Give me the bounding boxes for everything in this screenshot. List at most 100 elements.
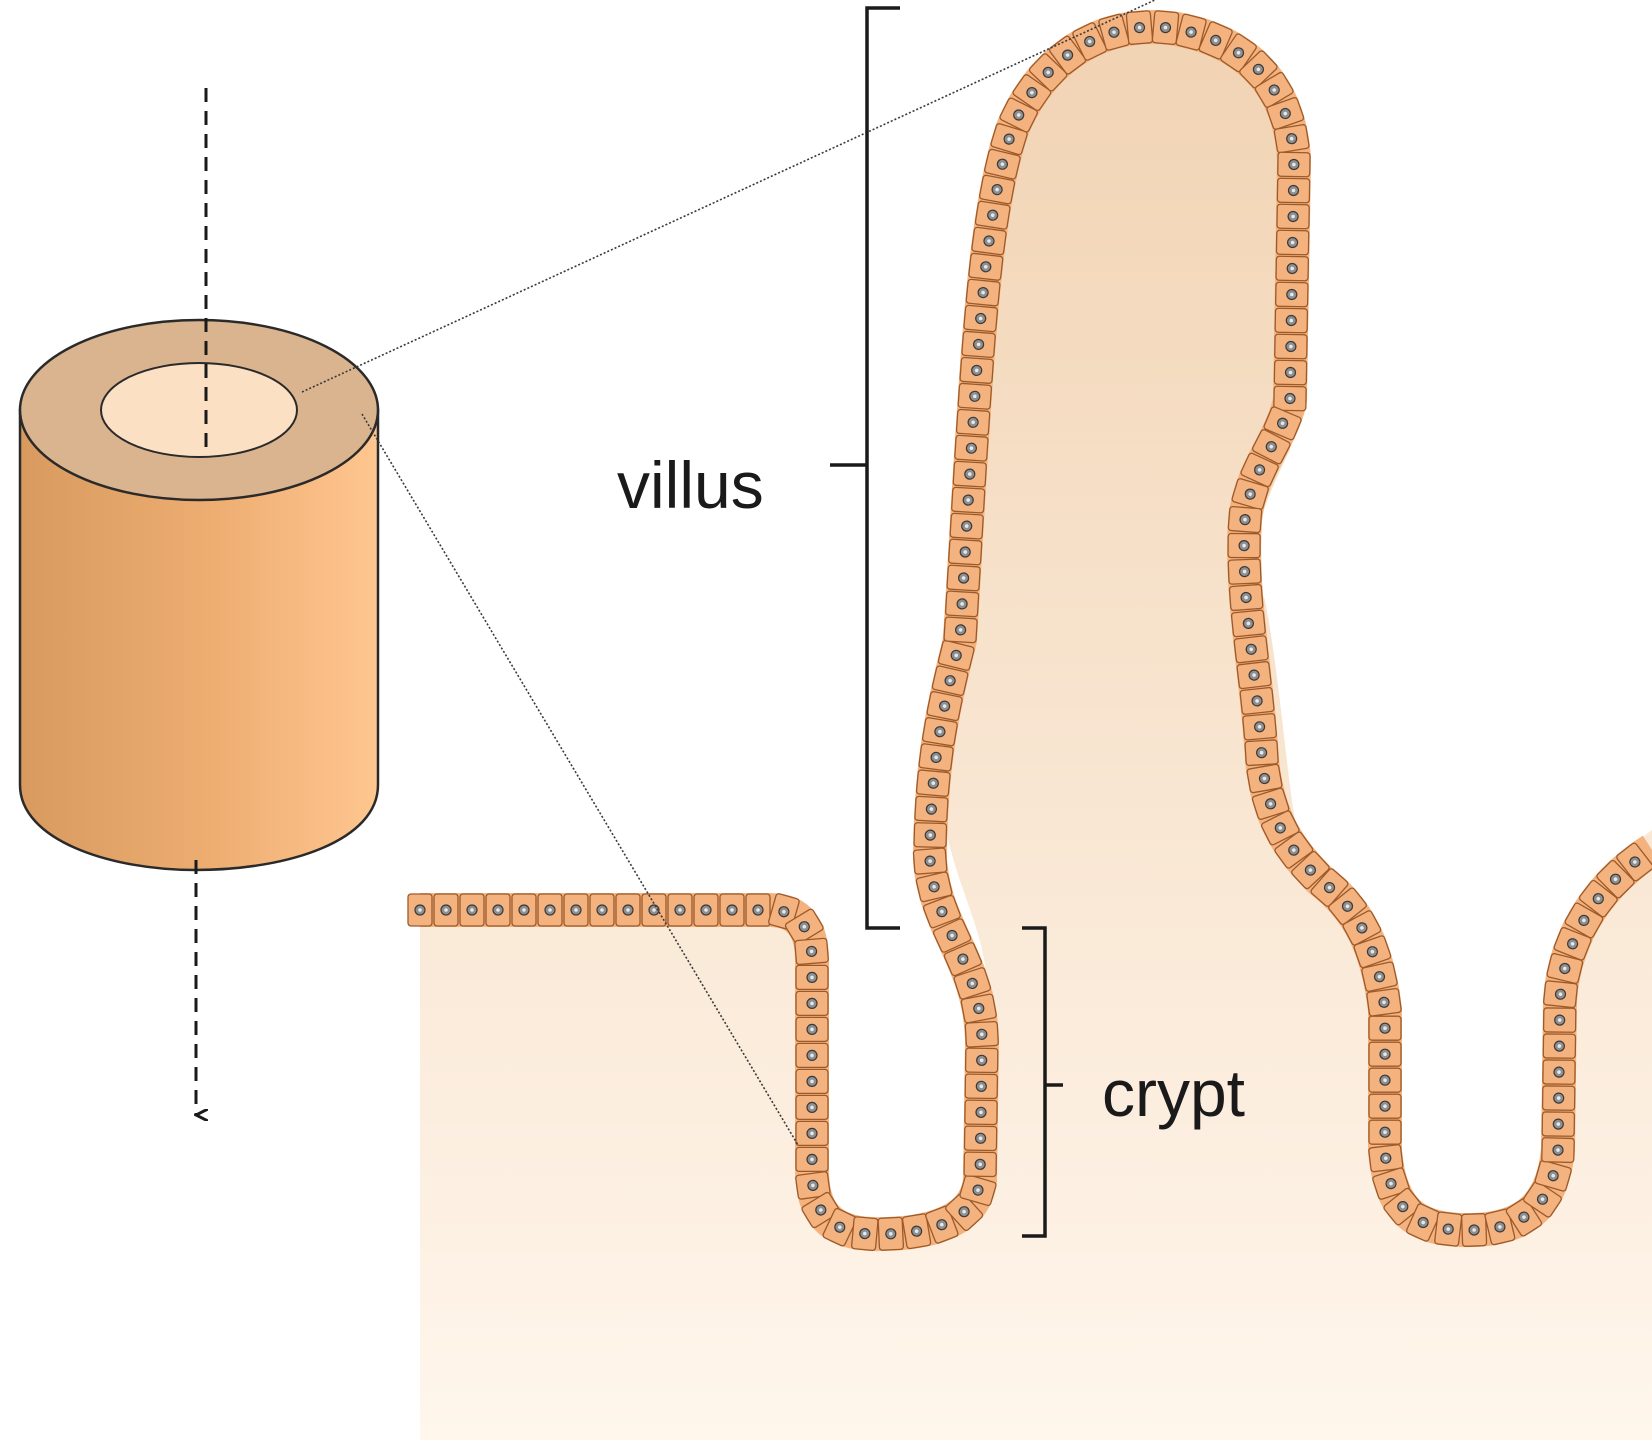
epithelial-cell — [950, 513, 983, 539]
epithelial-cell — [795, 938, 829, 965]
epithelial-cell — [538, 894, 562, 926]
epithelial-cell — [408, 894, 432, 926]
epithelial-cell — [851, 1217, 878, 1251]
tube-lumen — [101, 363, 297, 457]
epithelial-cell — [944, 617, 977, 643]
epithelial-cell — [1277, 204, 1309, 229]
epithelial-cell — [979, 175, 1015, 205]
epithelial-cell — [1274, 360, 1306, 385]
epithelial-cell — [1275, 334, 1307, 359]
epithelial-cell — [668, 894, 692, 926]
epithelial-cell — [1369, 1120, 1401, 1144]
epithelial-cell — [965, 1074, 997, 1098]
epithelial-cell — [975, 201, 1010, 230]
epithelial-cell — [1544, 1008, 1576, 1032]
epithelial-cell — [1228, 534, 1260, 558]
epithelial-cell — [564, 894, 588, 926]
epithelial-cell — [796, 1121, 828, 1145]
epithelial-cell — [1369, 1068, 1401, 1092]
epithelial-cell — [1237, 661, 1272, 689]
epithelial-cell — [947, 565, 980, 591]
epithelial-cell — [972, 227, 1007, 255]
epithelial-cell — [965, 1100, 997, 1124]
epithelial-cell — [1369, 1042, 1401, 1066]
epithelial-cell — [1231, 610, 1265, 637]
epithelial-cell — [922, 717, 958, 746]
epithelial-cell — [642, 894, 666, 926]
epithelial-cell — [915, 796, 948, 822]
epithelial-cell — [1434, 1212, 1462, 1247]
epithelial-cell — [1277, 178, 1309, 203]
epithelial-cell — [1240, 687, 1274, 714]
epithelial-cell — [953, 461, 986, 487]
epithelial-cell — [434, 894, 458, 926]
epithelial-cell — [1367, 988, 1402, 1016]
epithelial-cell — [796, 1069, 828, 1093]
epithelial-cell — [796, 965, 828, 989]
villus-bracket — [830, 8, 900, 928]
intestine-tube — [20, 320, 378, 870]
epithelial-cell — [916, 770, 950, 797]
epithelial-cell — [1229, 584, 1263, 610]
epithelial-cell — [966, 279, 1000, 306]
epithelial-cell — [960, 357, 994, 383]
epithelial-cell — [1228, 559, 1261, 584]
epithelial-cell — [913, 848, 947, 874]
epithelial-cell — [956, 409, 990, 435]
epithelial-cell — [914, 823, 947, 848]
epithelial-cell — [878, 1217, 903, 1250]
epithelial-cell — [1543, 1060, 1575, 1084]
epithelial-cell — [1274, 124, 1309, 153]
epithelial-cell — [796, 991, 828, 1015]
epithelial-cell — [1276, 282, 1308, 307]
epithelial-cell — [964, 1126, 996, 1150]
epithelial-cell — [965, 1021, 998, 1047]
epithelial-cell — [1542, 1138, 1575, 1163]
villus-label: villus — [617, 448, 764, 522]
epithelial-cell — [1369, 1016, 1401, 1040]
crypt-label: crypt — [1102, 1056, 1245, 1130]
epithelial-cell — [796, 1043, 828, 1067]
epithelial-cell — [955, 435, 988, 461]
epithelial-cell — [1369, 1094, 1401, 1118]
epithelial-cell — [1543, 981, 1577, 1008]
epithelial-cell — [949, 539, 982, 565]
epithelial-cell — [919, 743, 954, 771]
epithelial-cell — [1368, 1144, 1403, 1172]
epithelial-cell — [1276, 230, 1308, 255]
epithelial-cell — [616, 894, 640, 926]
epithelial-cell — [1276, 256, 1308, 281]
epithelial-cell — [746, 894, 770, 926]
epithelial-cell — [1245, 740, 1278, 766]
epithelial-cell — [1126, 11, 1153, 45]
epithelial-cell — [958, 383, 992, 409]
epithelial-cell — [966, 1048, 998, 1072]
epithelial-cell — [796, 1095, 828, 1119]
epithelial-cell — [1462, 1214, 1487, 1247]
epithelial-cell — [1228, 506, 1262, 532]
epithelial-cell — [969, 253, 1003, 280]
epithelial-cell — [720, 894, 744, 926]
epithelial-cell — [945, 591, 978, 617]
epithelial-cell — [1243, 713, 1277, 740]
epithelial-cell — [952, 487, 985, 513]
epithelial-cell — [1152, 11, 1179, 45]
epithelial-cell — [964, 1152, 996, 1176]
epithelial-cell — [1275, 308, 1307, 333]
epithelial-cell — [962, 331, 996, 357]
epithelial-cell — [1234, 636, 1269, 663]
epithelial-cell — [590, 894, 614, 926]
epithelial-cell — [694, 894, 718, 926]
epithelial-cell — [1278, 152, 1310, 177]
epithelial-cell — [460, 894, 484, 926]
epithelial-cell — [486, 894, 510, 926]
epithelial-cell — [1543, 1086, 1575, 1110]
epithelial-cell — [1543, 1034, 1575, 1058]
epithelial-cell — [1274, 386, 1306, 411]
epithelial-cell — [512, 894, 536, 926]
epithelial-cell — [1542, 1112, 1574, 1136]
epithelial-cell — [796, 1017, 828, 1041]
epithelial-cell — [964, 305, 998, 332]
